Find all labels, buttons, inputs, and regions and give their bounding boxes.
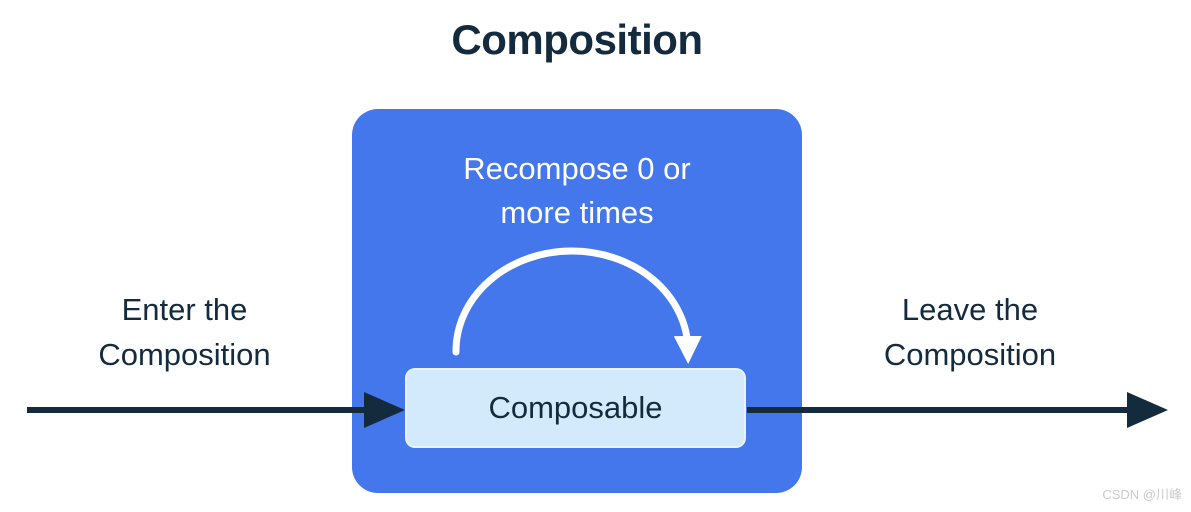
leave-composition-label: Leave the Composition bbox=[815, 287, 1125, 377]
composable-label: Composable bbox=[488, 390, 663, 425]
flow-arrow-left bbox=[27, 392, 405, 428]
leave-label-line2: Composition bbox=[883, 337, 1057, 372]
enter-label-line1: Enter the bbox=[121, 292, 248, 327]
enter-composition-label: Enter the Composition bbox=[27, 287, 342, 377]
enter-label-line2: Composition bbox=[98, 337, 271, 372]
recompose-label-line1: Recompose 0 or bbox=[463, 151, 691, 186]
composable-box: Composable bbox=[405, 368, 746, 448]
recompose-label-line2: more times bbox=[500, 195, 654, 230]
flow-arrow-right bbox=[747, 392, 1168, 428]
watermark: CSDN @川峰 bbox=[1102, 487, 1182, 502]
recompose-label: Recompose 0 or more times bbox=[352, 147, 802, 235]
leave-label-line1: Leave the bbox=[901, 292, 1039, 327]
diagram-title: Composition bbox=[451, 16, 703, 63]
